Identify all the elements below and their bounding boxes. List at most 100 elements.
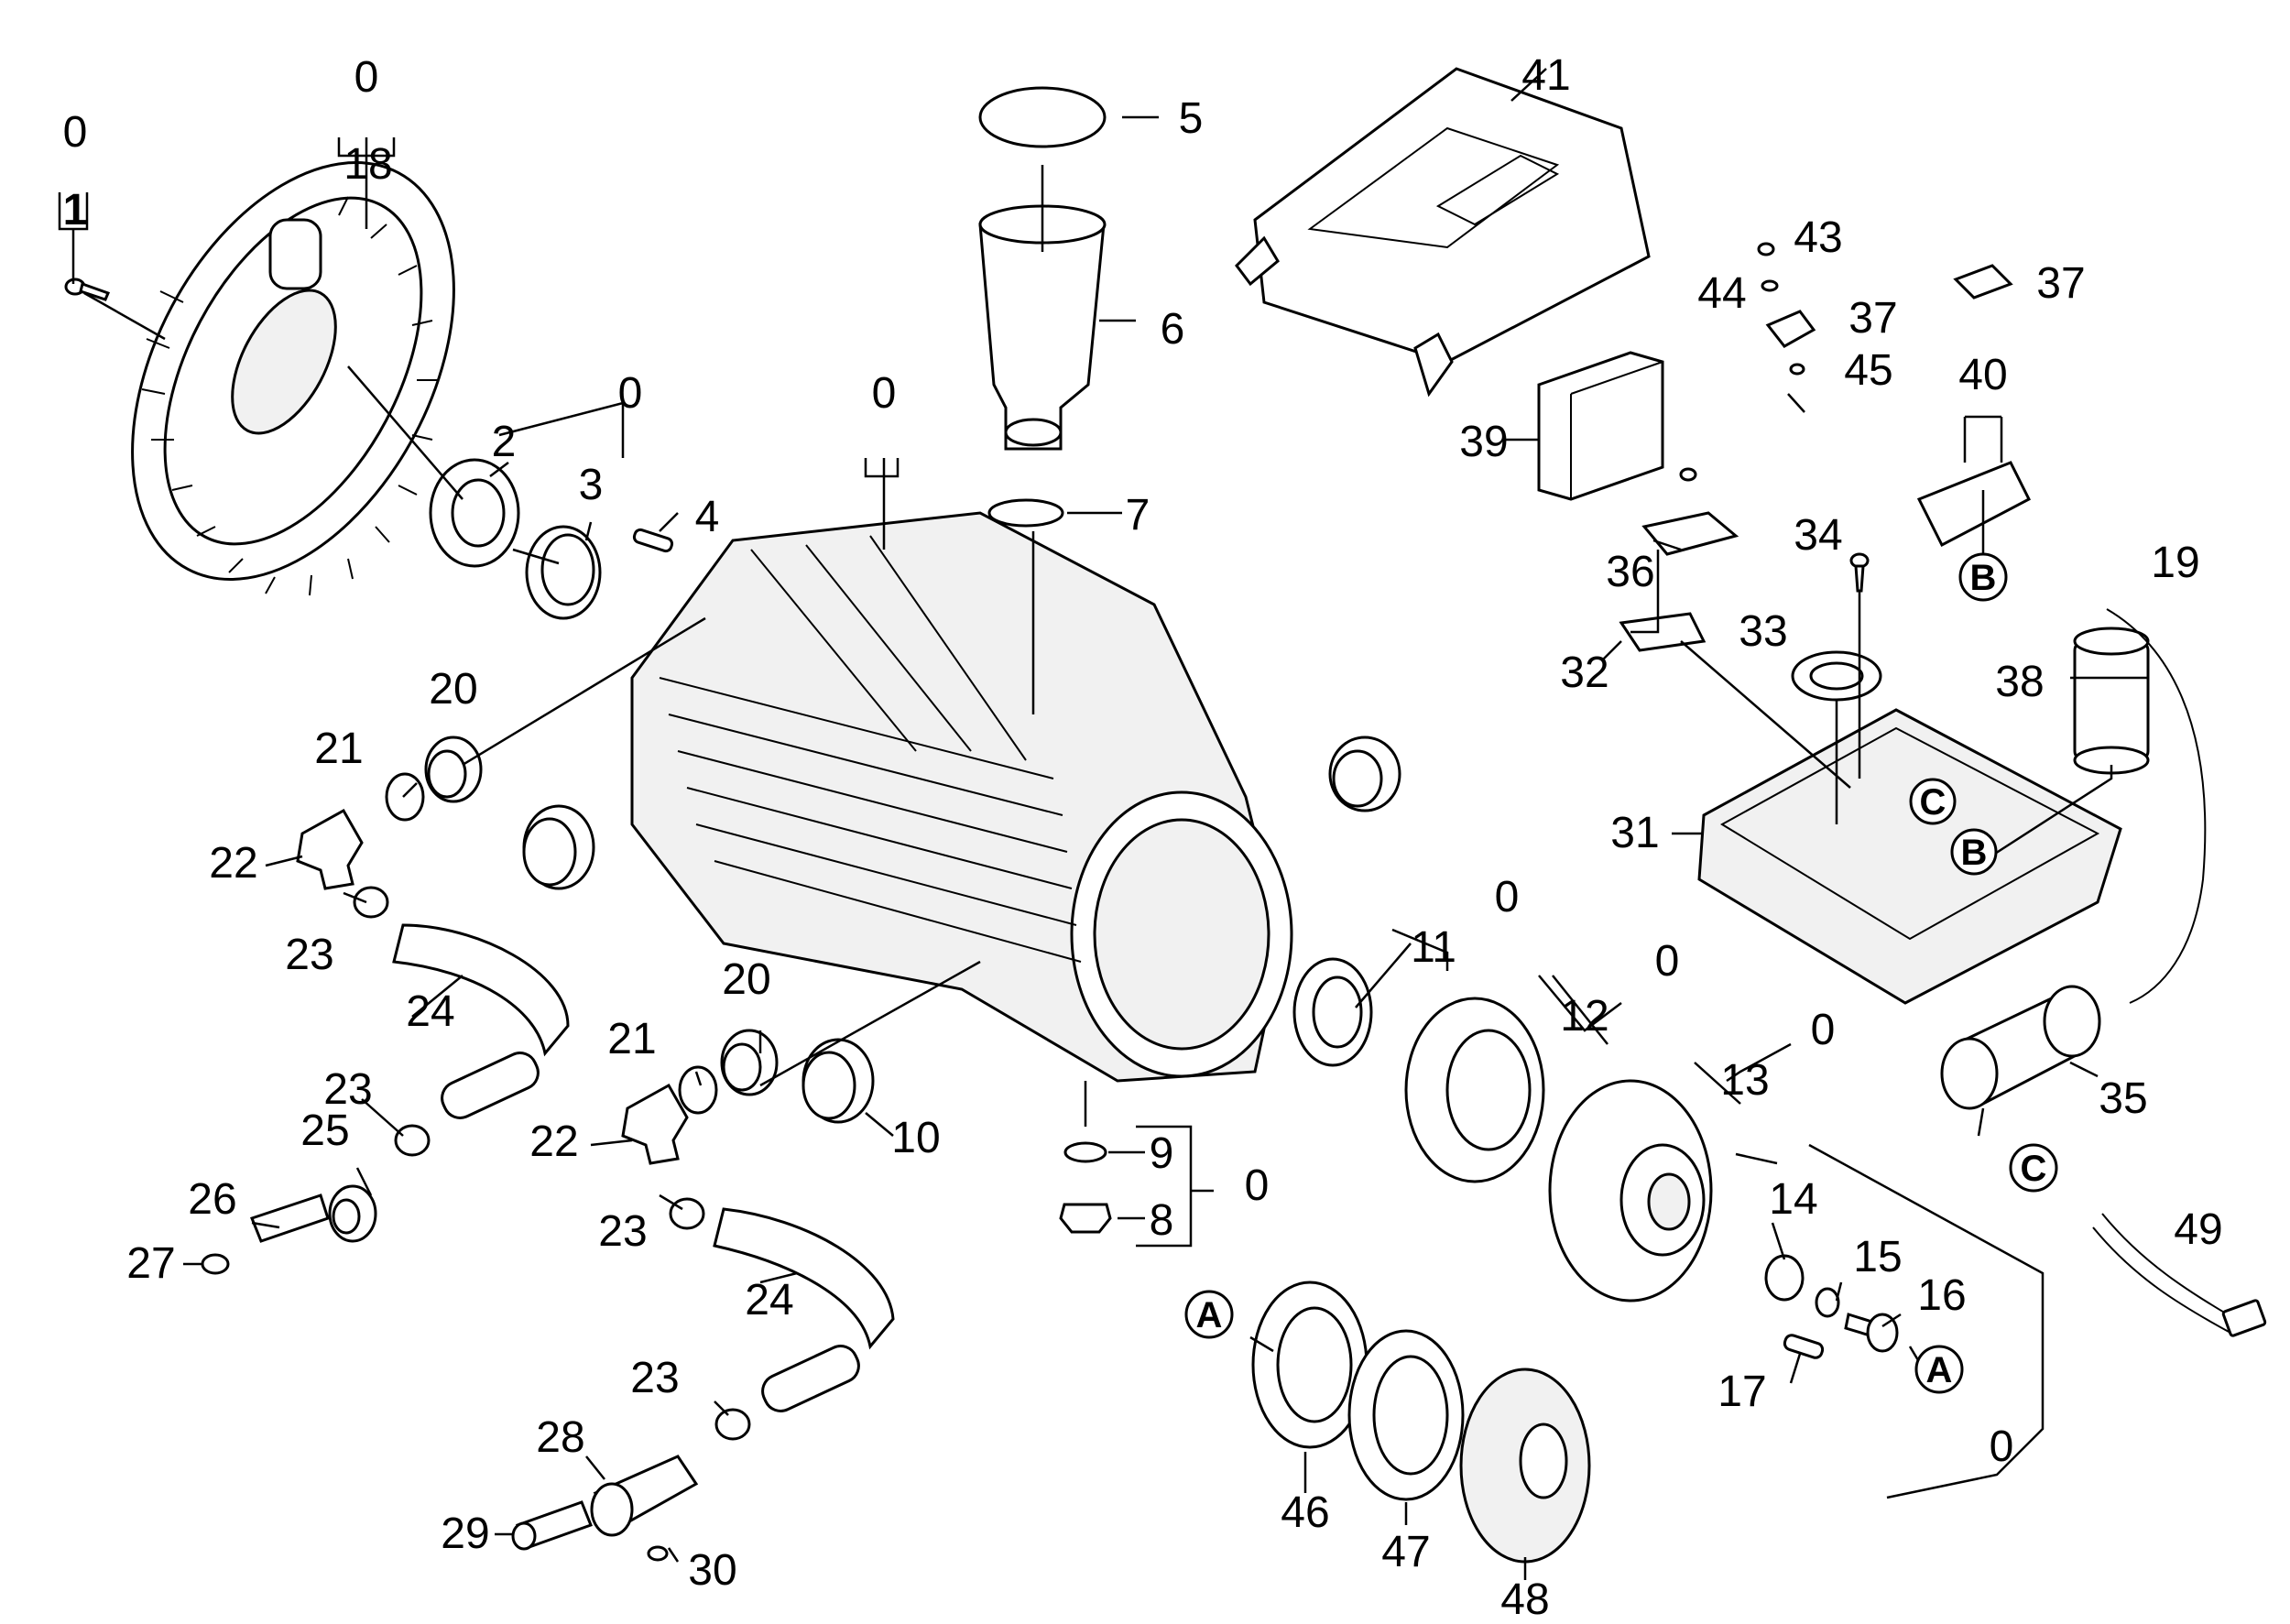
capacitor-35 — [1940, 985, 2101, 1110]
callout-38: 38 — [1995, 658, 2044, 706]
filter-29-end — [511, 1521, 537, 1551]
marker-c-box: C — [1909, 778, 1957, 825]
thrust-washer-48 — [1459, 1368, 1591, 1564]
pump-housing — [630, 511, 1293, 1083]
marker-a-washer: A — [1184, 1290, 1234, 1339]
marker-b-top: B — [1958, 552, 2008, 602]
callout-24: 24 — [745, 1276, 793, 1324]
marker-c-box-label: C — [1920, 782, 1946, 823]
callout-0: 0 — [63, 108, 88, 157]
screw-36 — [1679, 467, 1697, 482]
o-ring-9 — [1063, 1141, 1107, 1163]
callout-14: 14 — [1769, 1175, 1817, 1224]
callout-30: 30 — [688, 1546, 736, 1595]
shaft-seal-11 — [1292, 957, 1373, 1067]
callout-33: 33 — [1739, 607, 1787, 656]
callout-25: 25 — [300, 1106, 349, 1155]
callout-29: 29 — [441, 1510, 489, 1558]
nut-25 — [328, 1184, 377, 1243]
callout-28: 28 — [536, 1413, 584, 1462]
washer-14 — [1764, 1254, 1805, 1302]
callout-27: 27 — [126, 1239, 175, 1288]
callout-24: 24 — [406, 987, 454, 1036]
connector-26 — [250, 1193, 330, 1243]
callout-23: 23 — [598, 1207, 647, 1256]
terminal-strip-32 — [1619, 612, 1707, 652]
callout-23: 23 — [630, 1354, 679, 1402]
callout-15: 15 — [1853, 1233, 1902, 1281]
bearing-ring — [525, 525, 602, 620]
callout-7: 7 — [1126, 491, 1150, 540]
marker-c-capacitor: C — [2009, 1143, 2058, 1193]
callout-45: 45 — [1844, 346, 1892, 395]
callout-36: 36 — [1606, 548, 1654, 596]
seal-20-top — [424, 736, 483, 803]
bolt-16 — [1844, 1313, 1899, 1353]
marker-a-bolt-label: A — [1926, 1350, 1953, 1390]
callout-16: 16 — [1917, 1271, 1966, 1320]
callout-47: 47 — [1381, 1528, 1430, 1576]
screw-34 — [1849, 552, 1870, 593]
o-ring-27 — [201, 1253, 230, 1275]
oil-tank-cap — [978, 86, 1107, 148]
contactor-39 — [1537, 351, 1664, 501]
callout-1: 1 — [63, 186, 88, 234]
elbow-22-top — [296, 808, 364, 890]
callout-40: 40 — [1958, 351, 2007, 399]
seal-20-bottom — [720, 1029, 779, 1096]
callout-44: 44 — [1697, 269, 1746, 318]
marker-b-box: B — [1950, 828, 1998, 876]
marker-a-bolt: A — [1914, 1345, 1964, 1394]
key-17 — [1783, 1334, 1825, 1359]
elbow-22-bottom — [621, 1083, 689, 1165]
hose-24-bottom — [713, 1207, 895, 1350]
o-ring — [987, 498, 1064, 528]
hose-24-top-end — [441, 1052, 540, 1119]
callout-13: 13 — [1720, 1056, 1769, 1105]
marker-c-capacitor-label: C — [2021, 1149, 2047, 1189]
key — [632, 528, 674, 553]
callout-26: 26 — [188, 1175, 236, 1224]
callout-39: 39 — [1459, 418, 1508, 466]
plug-10 — [802, 1038, 875, 1124]
nut-45 — [1789, 363, 1805, 376]
callout-20: 20 — [722, 955, 770, 1004]
callout-2: 2 — [492, 418, 517, 466]
callout-19: 19 — [2151, 539, 2199, 587]
callout-0: 0 — [1655, 937, 1680, 986]
oil-tank — [978, 204, 1107, 451]
callout-6: 6 — [1161, 305, 1185, 354]
callout-35: 35 — [2099, 1074, 2147, 1123]
callout-32: 32 — [1560, 649, 1608, 697]
callout-49: 49 — [2174, 1205, 2222, 1254]
callout-11: 11 — [1411, 923, 1456, 972]
washer-44 — [1761, 279, 1779, 292]
clip-21-top — [385, 772, 425, 822]
hose-clamp-23d — [714, 1408, 751, 1441]
hose-clamp-23c — [669, 1197, 705, 1230]
callout-20: 20 — [429, 665, 477, 714]
wobble-plate-13 — [1548, 1079, 1713, 1302]
callout-23: 23 — [323, 1065, 372, 1114]
callout-48: 48 — [1500, 1575, 1549, 1624]
callout-21: 21 — [314, 725, 363, 773]
callout-37: 37 — [2036, 259, 2085, 308]
capacitor-38 — [2073, 627, 2150, 775]
callout-5: 5 — [1179, 94, 1204, 143]
callout-43: 43 — [1794, 213, 1842, 262]
callout-37: 37 — [1848, 294, 1897, 343]
plug-right — [1328, 736, 1401, 812]
callout-0: 0 — [1495, 873, 1520, 921]
screw-43 — [1757, 242, 1775, 256]
callout-17: 17 — [1718, 1368, 1766, 1416]
callout-46: 46 — [1281, 1488, 1329, 1537]
callout-12: 12 — [1560, 992, 1608, 1041]
terminal-board-40 — [1916, 461, 2031, 548]
callout-0: 0 — [1811, 1006, 1836, 1054]
terminal-37-right — [1953, 264, 2013, 300]
callout-34: 34 — [1794, 511, 1842, 560]
motor-cover-41 — [1235, 67, 1651, 398]
callout-0: 0 — [1245, 1161, 1270, 1210]
callout-3: 3 — [579, 461, 604, 509]
